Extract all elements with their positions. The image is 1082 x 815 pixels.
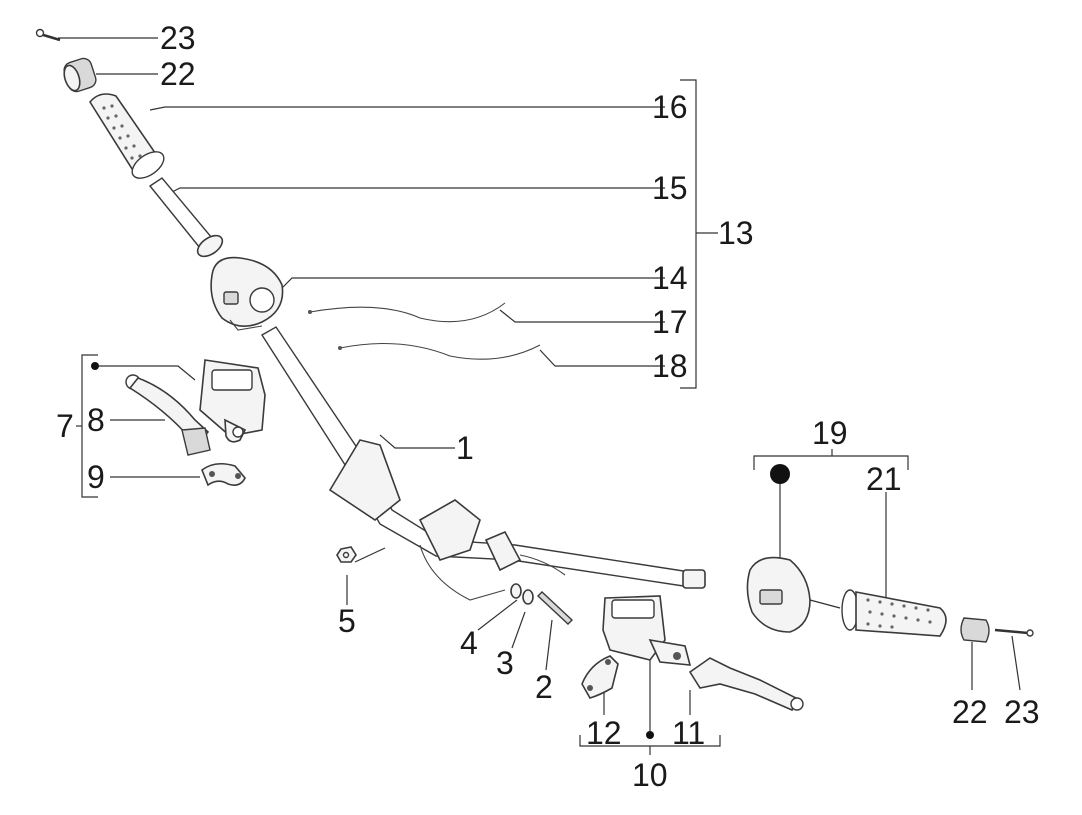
label-21: 21 — [866, 461, 902, 497]
label-17: 17 — [652, 304, 688, 340]
throttle-tube — [148, 177, 224, 258]
washers-and-bolt — [510, 583, 574, 625]
lever-right — [688, 657, 804, 712]
switch-housing-left — [210, 256, 284, 331]
label-3: 3 — [496, 645, 514, 681]
leader-lines — [58, 37, 1021, 755]
label-2: 2 — [535, 669, 553, 705]
label-23-right: 23 — [1004, 694, 1040, 730]
handlebar — [261, 326, 706, 601]
grip-right — [841, 589, 947, 637]
label-12: 12 — [586, 715, 622, 751]
grip-left — [89, 93, 165, 179]
lever-left — [125, 374, 211, 456]
label-22-left: 22 — [160, 56, 196, 92]
label-23-left: 23 — [160, 20, 196, 56]
label-9: 9 — [87, 459, 105, 495]
label-18: 18 — [652, 348, 688, 384]
bar-end-left — [63, 57, 97, 93]
label-14: 14 — [652, 260, 688, 296]
master-cylinder-left — [199, 359, 266, 443]
label-10: 10 — [632, 757, 668, 793]
bracket-dot-7 — [91, 362, 99, 370]
label-22-right: 22 — [952, 694, 988, 730]
callout-labels: 23 22 16 15 13 14 17 18 1 7 8 9 5 4 3 2 … — [56, 20, 1040, 793]
cables — [308, 302, 541, 360]
clamp-right — [581, 655, 619, 699]
label-13: 13 — [718, 215, 754, 251]
bar-end-right — [960, 617, 990, 643]
clamp-left — [201, 462, 246, 487]
bracket-dot-10 — [646, 731, 654, 739]
switch-housing-right — [746, 464, 841, 633]
label-19: 19 — [812, 415, 848, 451]
label-4: 4 — [460, 625, 478, 661]
label-7: 7 — [56, 408, 74, 444]
label-5: 5 — [338, 603, 356, 639]
label-8: 8 — [87, 402, 105, 438]
bolt-left — [35, 28, 61, 42]
label-16: 16 — [652, 89, 688, 125]
nut — [336, 546, 357, 563]
label-11: 11 — [672, 715, 705, 751]
label-1: 1 — [456, 430, 474, 466]
label-15: 15 — [652, 170, 688, 206]
bolt-right — [994, 628, 1034, 637]
master-cylinder-right — [602, 595, 692, 666]
